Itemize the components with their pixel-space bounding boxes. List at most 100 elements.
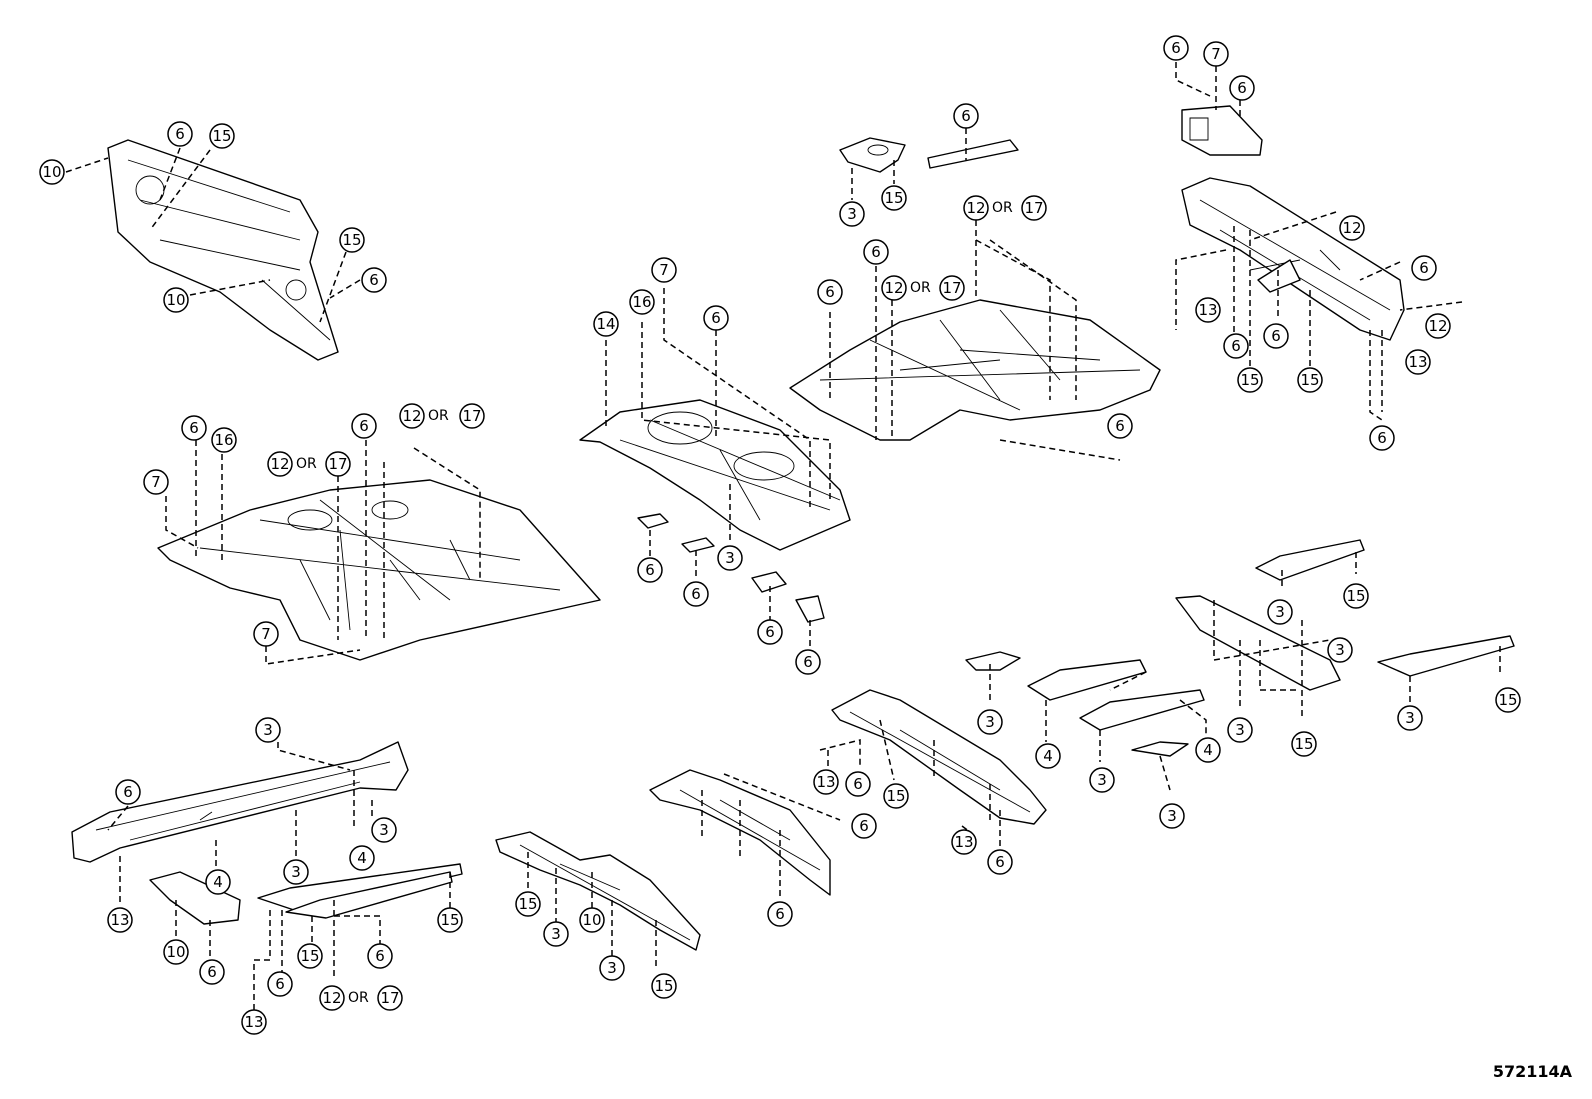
callout-6-r: 6: [1223, 333, 1249, 359]
svg-text:7: 7: [261, 625, 271, 643]
svg-text:6: 6: [961, 107, 971, 125]
callout-3-e: 3: [1397, 705, 1423, 731]
svg-text:16: 16: [632, 293, 651, 311]
svg-text:15: 15: [884, 189, 903, 207]
svg-text:6: 6: [207, 963, 217, 981]
callout-3-a: 3: [717, 545, 743, 571]
svg-text:3: 3: [1335, 641, 1345, 659]
callout-3-l: 3: [283, 859, 309, 885]
callout-14: 14: [593, 311, 619, 337]
svg-text:17: 17: [942, 279, 961, 297]
callout-6-t: 6: [845, 771, 871, 797]
callout-3-h: 3: [1089, 767, 1115, 793]
rear-crossmember-small-parts: [839, 105, 1263, 173]
callout-15-g: 15: [1495, 687, 1521, 713]
svg-text:12: 12: [966, 199, 985, 217]
callout-10-a: 10: [39, 159, 65, 185]
callout-3-d: 3: [1327, 637, 1353, 663]
callout-6-o: 6: [1229, 75, 1255, 101]
svg-text:7: 7: [151, 473, 161, 491]
callout-15-d: 15: [1237, 367, 1263, 393]
callout-13-b: 13: [1405, 349, 1431, 375]
callout-6-q: 6: [1263, 323, 1289, 349]
callout-10-b: 10: [163, 287, 189, 313]
rear-floor-small-brackets: [965, 539, 1515, 757]
svg-text:3: 3: [1275, 603, 1285, 621]
svg-text:10: 10: [166, 943, 185, 961]
callout-12-d: 12: [881, 275, 907, 301]
callout-17-b: 17: [459, 403, 485, 429]
callout-6-a: 6: [167, 121, 193, 147]
callout-3-c: 3: [1267, 599, 1293, 625]
callout-3-m: 3: [543, 921, 569, 947]
svg-text:13: 13: [1198, 301, 1217, 319]
svg-text:6: 6: [1237, 79, 1247, 97]
callout-7-b: 7: [253, 621, 279, 647]
callout-3-b: 3: [839, 201, 865, 227]
rear-floor-pan: [789, 299, 1161, 441]
callout-4-a: 4: [1035, 743, 1061, 769]
svg-text:6: 6: [189, 419, 199, 437]
svg-text:7: 7: [659, 261, 669, 279]
callout-6-w: 6: [767, 901, 793, 927]
callout-6-p: 6: [1411, 255, 1437, 281]
svg-text:15: 15: [440, 911, 459, 929]
svg-text:14: 14: [596, 315, 615, 333]
svg-text:15: 15: [1300, 371, 1319, 389]
callout-6-n: 6: [1163, 35, 1189, 61]
svg-text:6: 6: [765, 623, 775, 641]
svg-text:15: 15: [342, 231, 361, 249]
svg-text:12: 12: [1342, 219, 1361, 237]
svg-text:6: 6: [369, 271, 379, 289]
svg-text:10: 10: [42, 163, 61, 181]
svg-text:6: 6: [995, 853, 1005, 871]
callout-7-c: 7: [651, 257, 677, 283]
callout-12-f: 12: [1425, 313, 1451, 339]
callout-16-a: 16: [211, 427, 237, 453]
svg-text:6: 6: [853, 775, 863, 793]
callout-7-a: 7: [143, 469, 169, 495]
callout-15-l: 15: [515, 891, 541, 917]
callout-4-d: 4: [205, 869, 231, 895]
svg-text:3: 3: [1167, 807, 1177, 825]
svg-text:3: 3: [291, 863, 301, 881]
callout-6-x: 6: [115, 779, 141, 805]
callout-6-f: 6: [637, 557, 663, 583]
callout-17-d: 17: [939, 275, 965, 301]
svg-text:13: 13: [954, 833, 973, 851]
callout-13-f: 13: [241, 1009, 267, 1035]
leader-lines: [65, 62, 1501, 1010]
callout-3-n: 3: [599, 955, 625, 981]
svg-text:6: 6: [645, 561, 655, 579]
callout-6-h: 6: [757, 619, 783, 645]
callout-6-c: 6: [181, 415, 207, 441]
svg-text:6: 6: [691, 585, 701, 603]
svg-text:13: 13: [244, 1013, 263, 1031]
callout-15-i: 15: [883, 783, 909, 809]
front-floor-pan: [157, 479, 601, 661]
callout-6-k: 6: [863, 239, 889, 265]
callout-15-c: 15: [881, 185, 907, 211]
callout-6-d: 6: [351, 413, 377, 439]
callout-6-m: 6: [1107, 413, 1133, 439]
callout-17-e: 17: [377, 985, 403, 1011]
svg-text:15: 15: [212, 127, 231, 145]
callout-17-c: 17: [1021, 195, 1047, 221]
callout-15-m: 15: [651, 973, 677, 999]
rocker-reinforcement: [257, 863, 463, 919]
front-side-member-left: [71, 741, 409, 925]
or-text-c: OR: [992, 200, 1013, 216]
or-text-b: OR: [428, 408, 449, 424]
svg-text:6: 6: [825, 283, 835, 301]
svg-text:15: 15: [886, 787, 905, 805]
callout-6-u: 6: [987, 849, 1013, 875]
rear-floor-side-member: [1181, 177, 1405, 341]
callout-6-v: 6: [851, 813, 877, 839]
callout-4-b: 4: [1195, 737, 1221, 763]
callout-15-a: 15: [209, 123, 235, 149]
svg-text:15: 15: [1294, 735, 1313, 753]
svg-text:12: 12: [402, 407, 421, 425]
callout-7-d: 7: [1203, 41, 1229, 67]
svg-text:15: 15: [518, 895, 537, 913]
